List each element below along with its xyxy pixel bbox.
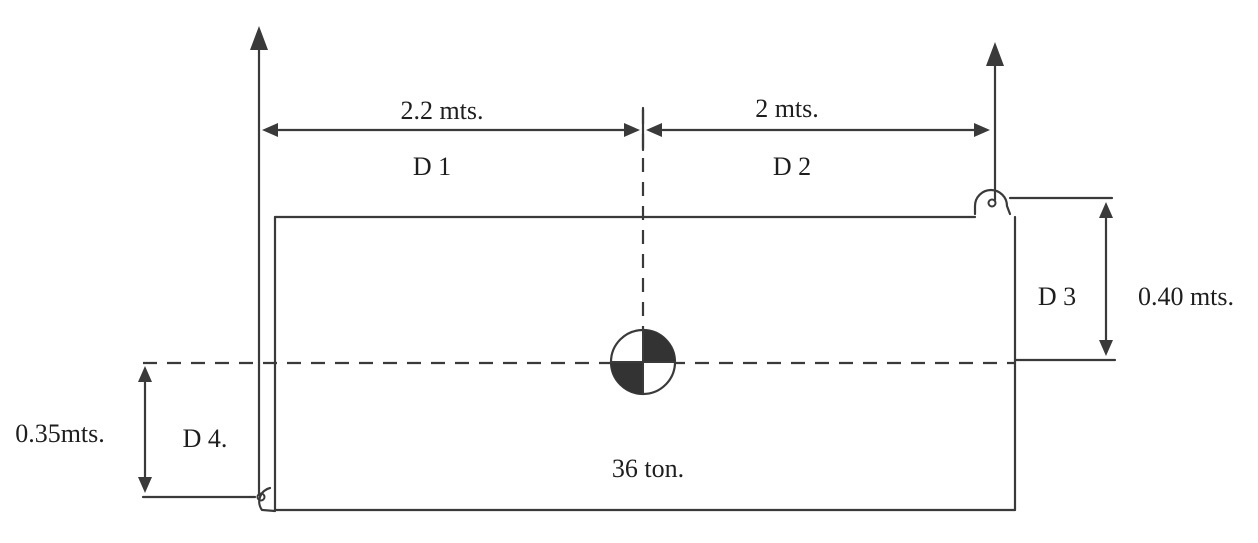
d3-value-label: 0.40 mts.: [1138, 282, 1234, 311]
d1-left-arrow-icon: [262, 123, 278, 137]
dimension-d2: [646, 123, 990, 137]
right-lift-arrow-icon: [986, 42, 1004, 66]
d4-bottom-arrow-icon: [138, 477, 152, 493]
d3-top-arrow-icon: [1099, 202, 1113, 218]
dimension-d4: [138, 366, 152, 493]
left-lug-icon: [256, 486, 277, 513]
left-lift-arrow-icon: [250, 26, 268, 50]
d2-left-arrow-icon: [646, 123, 662, 137]
d2-right-arrow-icon: [974, 123, 990, 137]
center-of-gravity-icon: [609, 328, 677, 396]
d3-name-label: D 3: [1038, 282, 1076, 311]
right-lug-icon: [973, 188, 1012, 216]
dimension-d1: [262, 123, 640, 137]
d4-top-arrow-icon: [138, 366, 152, 382]
load-body: [273, 215, 1017, 512]
d4-name-label: D 4.: [183, 424, 228, 453]
d2-value-label: 2 mts.: [755, 94, 819, 123]
d3-bottom-arrow-icon: [1099, 340, 1113, 356]
d1-name-label: D 1: [413, 152, 451, 181]
d2-name-label: D 2: [773, 152, 811, 181]
left-lift-line: [250, 26, 268, 497]
dimension-d3: [1099, 202, 1113, 356]
d4-value-label: 0.35mts.: [15, 419, 105, 448]
right-lift-line: [986, 42, 1004, 202]
load-weight-label: 36 ton.: [612, 454, 684, 483]
d1-value-label: 2.2 mts.: [400, 96, 483, 125]
d1-right-arrow-icon: [624, 123, 640, 137]
